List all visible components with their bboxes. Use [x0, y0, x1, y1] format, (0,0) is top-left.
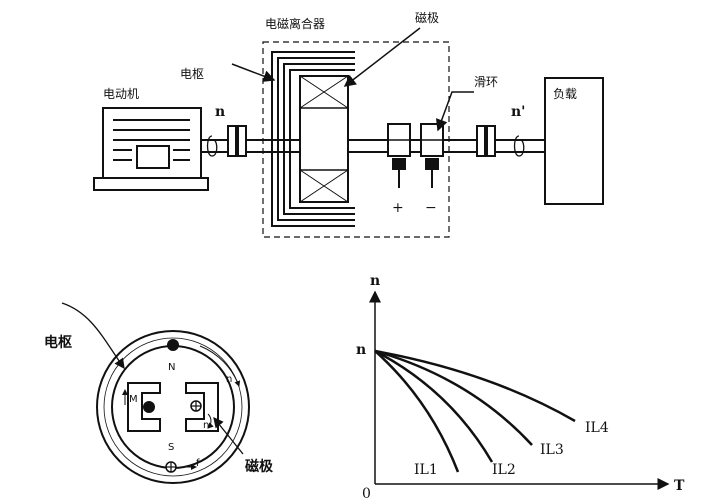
y-axis-label: n	[370, 273, 380, 289]
conductor-cross-right	[190, 400, 202, 412]
y-intercept-label: n	[356, 342, 366, 358]
clutch-label: 电磁离合器	[265, 16, 325, 31]
clutch-enclosure	[262, 41, 450, 238]
top-diagram: 电动机 n 电磁离合器 电枢 磁极	[93, 10, 604, 238]
coupling2-right-half	[486, 125, 496, 157]
motor	[93, 107, 209, 191]
force-label: f	[196, 458, 200, 469]
pole-pointer	[343, 27, 421, 87]
coupling2-left-half	[476, 125, 486, 157]
curve-il3	[374, 349, 533, 446]
south-pole-label: S	[168, 442, 174, 453]
minus-terminal-label: −	[425, 200, 437, 216]
coupling-right-half	[237, 125, 247, 157]
conductor-cross-bottom	[165, 461, 177, 473]
pole-right	[185, 382, 219, 432]
curve-il2	[374, 349, 494, 463]
slip-ring-minus	[420, 123, 444, 188]
cross-armature-pointer	[61, 302, 125, 370]
series-label-il4: IL4	[585, 420, 609, 436]
cross-pole-label: 磁极	[245, 458, 274, 475]
slip-ring-pointer	[435, 91, 474, 132]
conductor-dot-left	[143, 401, 155, 413]
motor-label: 电动机	[103, 87, 139, 101]
rotation-n-label-upper: n	[226, 374, 232, 385]
slip-ring-label: 滑环	[474, 75, 498, 89]
plus-terminal-label: +	[392, 200, 404, 216]
pole-label: 磁极	[415, 10, 439, 25]
inner-rotation-arrow	[207, 413, 214, 429]
north-pole-label: N	[168, 362, 175, 373]
slip-ring-plus	[387, 123, 411, 188]
pole-left	[127, 382, 161, 432]
series-label-il2: IL2	[492, 462, 516, 478]
armature-label: 电枢	[180, 66, 204, 81]
speed-out-label: n'	[511, 104, 525, 120]
curve-il4	[374, 349, 576, 423]
rotation-arrow-n	[199, 345, 241, 387]
rotation-in-icon	[206, 135, 218, 157]
x-axis-label: T	[674, 478, 685, 494]
cross-section-diagram: N S M n n f 电枢 磁极	[44, 302, 274, 484]
speed-in-label: n	[215, 104, 225, 120]
rotation-n-label-inner: n	[203, 420, 209, 431]
rotation-path	[103, 337, 243, 477]
torque-label: M	[129, 394, 138, 405]
origin-label: 0	[362, 486, 371, 500]
rotation-out-icon	[513, 135, 525, 157]
load-box	[544, 77, 604, 205]
curve-il1	[374, 350, 460, 473]
magnetic-pole	[299, 75, 349, 203]
series-label-il3: IL3	[540, 442, 564, 458]
armature-cup	[271, 51, 355, 227]
armature-pointer	[231, 63, 276, 82]
series-label-il1: IL1	[414, 462, 438, 478]
coupling-left-half	[227, 125, 237, 157]
speed-torque-chart: n T n 0 IL1 IL2 IL3 IL4	[356, 273, 685, 500]
load-label: 负载	[553, 87, 577, 101]
cross-armature-label: 电枢	[44, 334, 72, 351]
cross-pole-pointer	[213, 416, 244, 455]
conductor-dot-top	[167, 339, 179, 351]
